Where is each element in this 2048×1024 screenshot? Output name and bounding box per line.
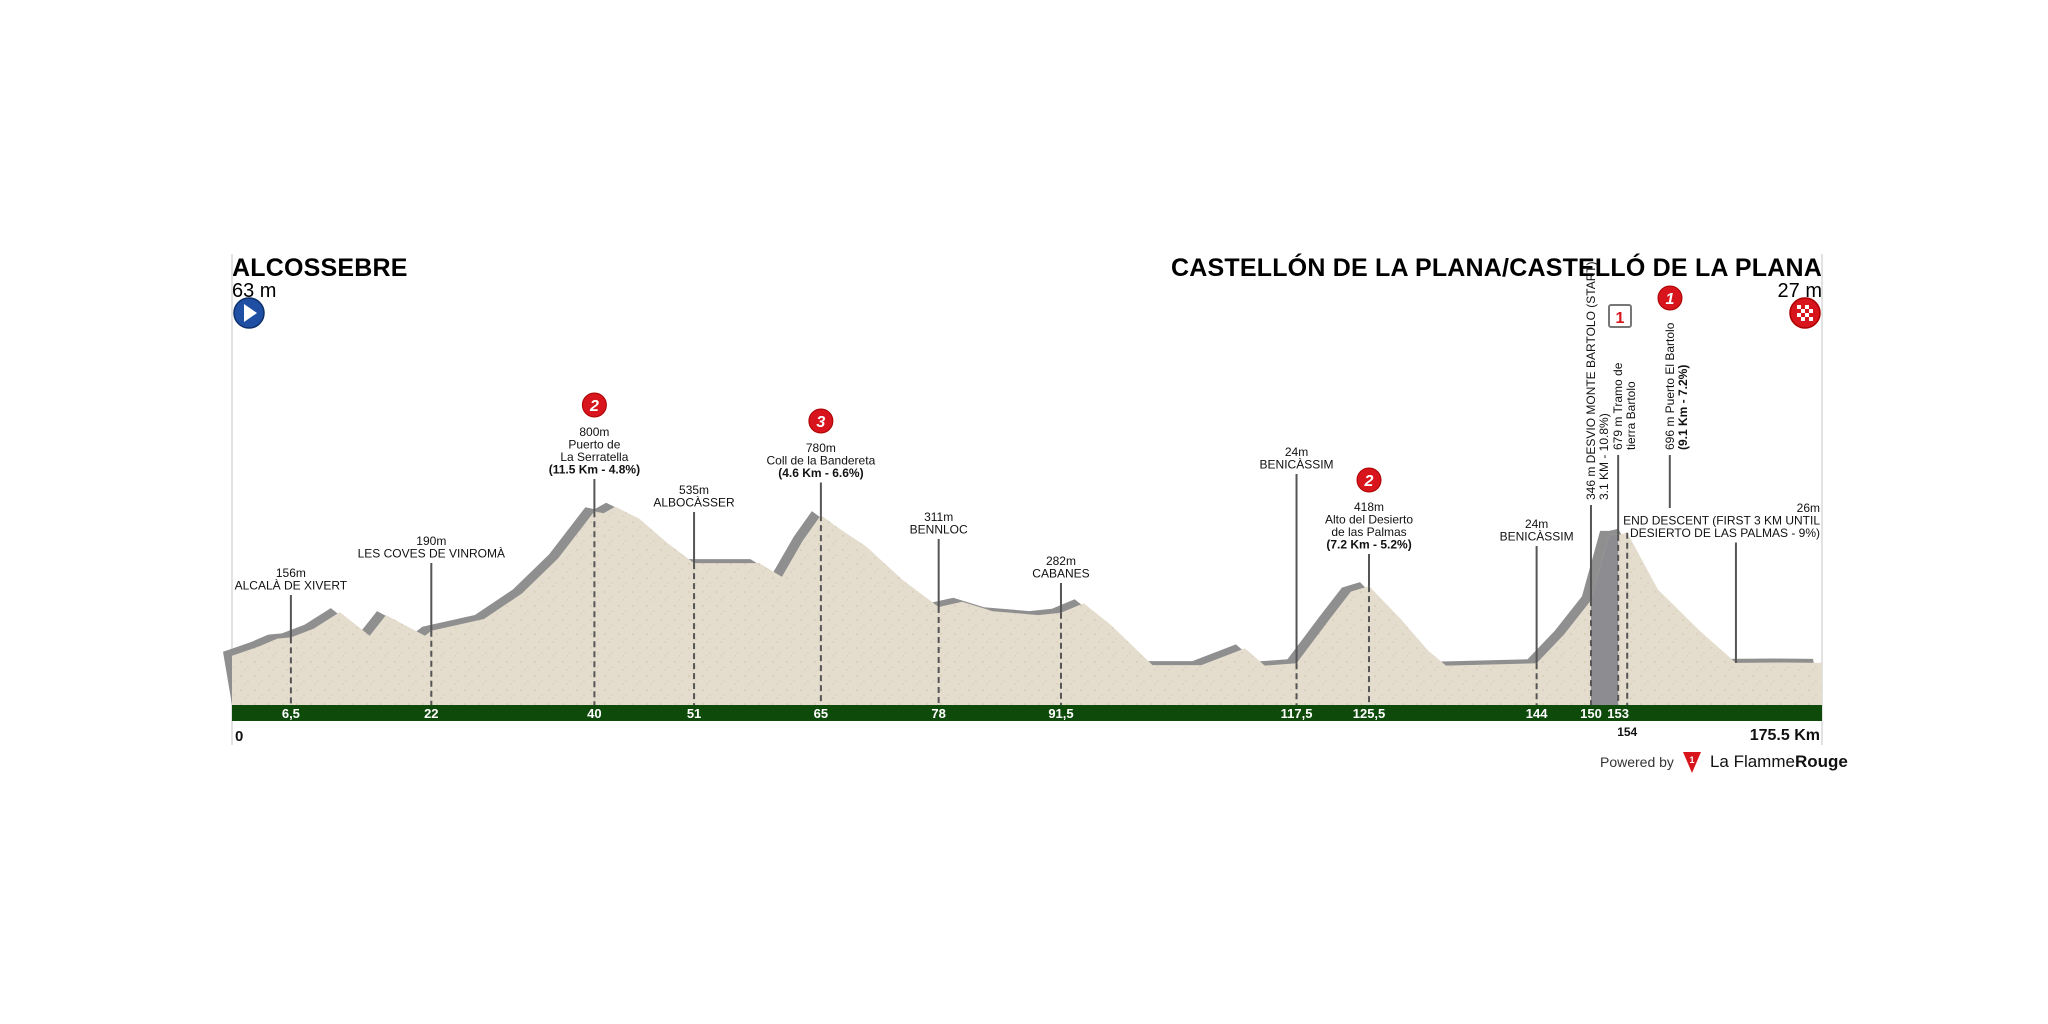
checker-square xyxy=(1797,313,1801,317)
km-tick-label: 65 xyxy=(814,706,828,721)
annotation-text: 190m xyxy=(416,534,446,548)
km-tick-label: 153 xyxy=(1607,706,1629,721)
annotation-text: 418m xyxy=(1354,500,1384,514)
checker-square xyxy=(1801,309,1805,313)
distance-bar xyxy=(232,705,1822,721)
checker-square xyxy=(1809,309,1813,313)
km-tick-label: 78 xyxy=(931,706,945,721)
vertical-annotation-text: 3.1 KM - 10.8%) xyxy=(1597,413,1611,500)
annotation-text: 24m xyxy=(1525,517,1548,531)
flamme-rouge-logo-icon: 1 xyxy=(1682,752,1701,773)
powered-by-label: Powered by xyxy=(1600,754,1674,770)
annotation-text: BENICÀSSIM xyxy=(1500,529,1574,544)
annotation-text: 800m xyxy=(579,425,609,439)
km-tick-label: 125,5 xyxy=(1353,706,1386,721)
km-tick-label: 91,5 xyxy=(1048,706,1073,721)
annotation-text: La Serratella xyxy=(560,450,628,464)
annotation-text: ALBOCÀSSER xyxy=(653,495,735,510)
checker-square xyxy=(1805,305,1809,309)
annotation-text: BENNLOC xyxy=(910,523,968,537)
annotation-text: LES COVES DE VINROMÀ xyxy=(358,546,505,561)
km-tick-label: 51 xyxy=(687,706,701,721)
checker-square xyxy=(1805,313,1809,317)
kom-badge-icon-number: 2 xyxy=(589,398,599,415)
annotation-text: CABANES xyxy=(1032,567,1089,581)
vertical-annotation-text: (9.1 Km - 7.2%) xyxy=(1676,365,1690,450)
annotation-text: 780m xyxy=(806,441,836,455)
kom-badge-icon-number: 3 xyxy=(816,414,825,431)
km-tick-label: 6,5 xyxy=(282,706,300,721)
annotation-text: 156m xyxy=(276,566,306,580)
start-town: ALCOSSEBRE xyxy=(232,254,408,282)
sprint-badge-icon xyxy=(1608,304,1632,328)
annotation-text: Alto del Desierto xyxy=(1325,513,1413,527)
vertical-annotation-text: 679 m Tramo de xyxy=(1611,362,1625,450)
kom-badge-icon xyxy=(1356,467,1382,493)
km-tick-label: 40 xyxy=(587,706,601,721)
start-km-label: 0 xyxy=(235,728,243,745)
svg-text:1: 1 xyxy=(1689,755,1694,765)
kom-badge-icon xyxy=(1657,285,1683,311)
start-altitude: 63 m xyxy=(232,280,277,302)
checker-square xyxy=(1809,317,1813,321)
steep-section xyxy=(1590,534,1619,705)
km-tick-label: 150 xyxy=(1580,706,1602,721)
annotation-text: ALCALÀ DE XIVERT xyxy=(235,578,348,593)
km-tick-label: 144 xyxy=(1526,706,1548,721)
kom-badge-icon-number: 2 xyxy=(1364,473,1374,490)
terrain-profile xyxy=(232,506,1822,705)
annotation-text: Puerto de xyxy=(568,438,620,452)
kom-badge-icon xyxy=(808,408,834,434)
km-tick-label: 117,5 xyxy=(1281,706,1313,721)
start-play-icon xyxy=(244,304,257,322)
annotation-text: 535m xyxy=(679,483,709,497)
annotation-text: Coll de la Bandereta xyxy=(767,454,876,468)
finish-altitude: 27 m xyxy=(1777,280,1822,302)
kom-badge-icon xyxy=(581,392,607,418)
vertical-annotation-text: tierra Bartolo xyxy=(1624,381,1638,450)
finish-town: CASTELLÓN DE LA PLANA/CASTELLÓ DE LA PLA… xyxy=(1171,254,1822,282)
annotation-text: BENICÀSSIM xyxy=(1260,457,1334,472)
annotation-text: END DESCENT (FIRST 3 KM UNTIL xyxy=(1623,514,1820,528)
annotation-text: DESIERTO DE LAS PALMAS - 9%) xyxy=(1630,526,1820,540)
km-tick-label: 22 xyxy=(424,706,438,721)
checker-square xyxy=(1801,317,1805,321)
annotation-text: 26m xyxy=(1797,501,1820,515)
annotation-text: 282m xyxy=(1046,554,1076,568)
sprint-badge-number: 1 xyxy=(1616,310,1625,327)
annotation-text: 24m xyxy=(1285,445,1308,459)
brand-name: La FlammeRouge xyxy=(1709,752,1848,771)
kom-badge-icon-number: 1 xyxy=(1666,291,1675,308)
vertical-annotation-text: 346 m DESVIO MONTE BARTOLO (START) xyxy=(1584,262,1598,501)
powered-by: Powered by 1 La FlammeRouge xyxy=(1600,750,1848,774)
annotation-text: (7.2 Km - 5.2%) xyxy=(1326,538,1411,552)
vertical-annotation-text: 696 m Puerto El Bartolo xyxy=(1663,322,1677,450)
annotation-text: (4.6 Km - 6.6%) xyxy=(778,466,863,480)
km-tick-label-below: 154 xyxy=(1617,725,1637,739)
annotation-text: (11.5 Km - 4.8%) xyxy=(549,463,640,477)
annotation-text: de las Palmas xyxy=(1331,525,1406,539)
end-km-label: 175.5 Km xyxy=(1750,727,1820,744)
annotation-text: 311m xyxy=(924,510,953,524)
checker-square xyxy=(1797,305,1801,309)
